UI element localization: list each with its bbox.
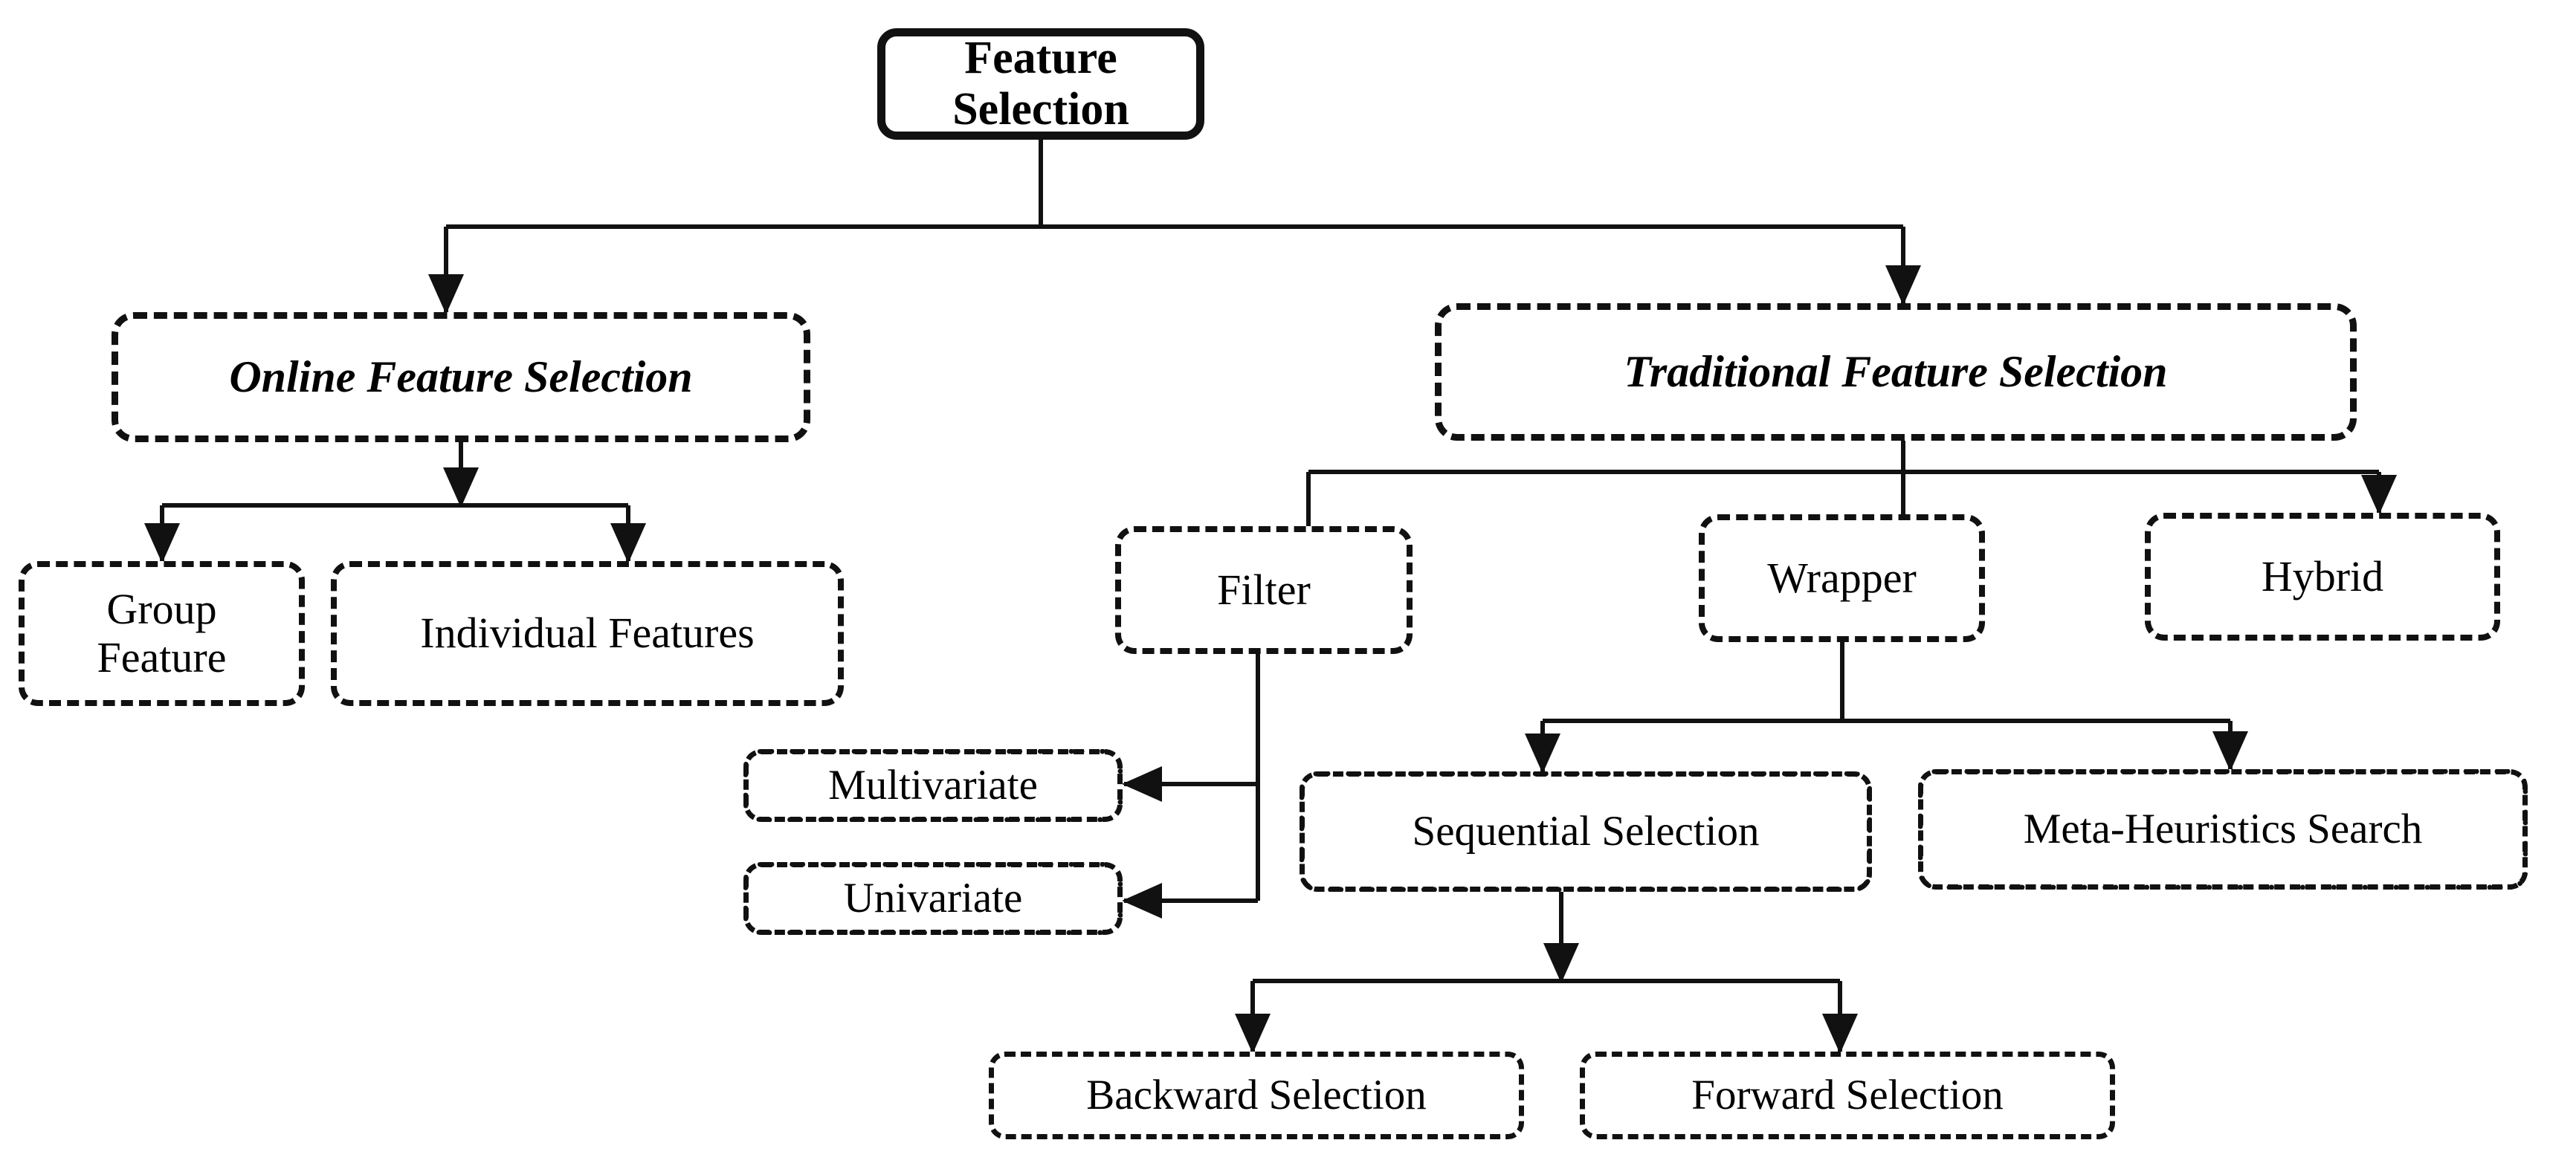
node-meta-heuristics-search[interactable]: Meta-Heuristics Search <box>1918 769 2528 890</box>
node-label: Online Feature Selection <box>229 352 693 401</box>
node-label: Wrapper <box>1767 553 1917 602</box>
node-label: Univariate <box>843 875 1023 922</box>
node-label: Hybrid <box>2261 551 2384 600</box>
node-label: Meta-Heuristics Search <box>2023 806 2423 853</box>
node-hybrid[interactable]: Hybrid <box>2145 513 2500 641</box>
node-label: Forward Selection <box>1691 1072 2004 1119</box>
node-label: Group Feature <box>97 584 227 681</box>
node-forward-selection[interactable]: Forward Selection <box>1580 1052 2115 1139</box>
node-online-feature-selection[interactable]: Online Feature Selection <box>112 312 810 442</box>
node-label: Individual Features <box>420 609 755 658</box>
node-multivariate[interactable]: Multivariate <box>743 749 1123 822</box>
node-label: Multivariate <box>828 762 1038 809</box>
node-backward-selection[interactable]: Backward Selection <box>989 1052 1524 1139</box>
node-filter[interactable]: Filter <box>1115 526 1413 654</box>
node-feature-selection[interactable]: Feature Selection <box>877 28 1204 140</box>
node-wrapper[interactable]: Wrapper <box>1699 514 1985 642</box>
node-label: Filter <box>1217 565 1311 614</box>
node-traditional-feature-selection[interactable]: Traditional Feature Selection <box>1435 303 2357 441</box>
node-label: Sequential Selection <box>1412 808 1760 855</box>
node-label: Traditional Feature Selection <box>1624 346 2168 396</box>
node-label: Backward Selection <box>1086 1072 1427 1119</box>
node-univariate[interactable]: Univariate <box>743 862 1123 935</box>
node-sequential-selection[interactable]: Sequential Selection <box>1300 771 1872 892</box>
node-group-feature[interactable]: Group Feature <box>19 561 305 706</box>
node-individual-features[interactable]: Individual Features <box>331 561 844 706</box>
node-label: Feature Selection <box>952 32 1129 135</box>
